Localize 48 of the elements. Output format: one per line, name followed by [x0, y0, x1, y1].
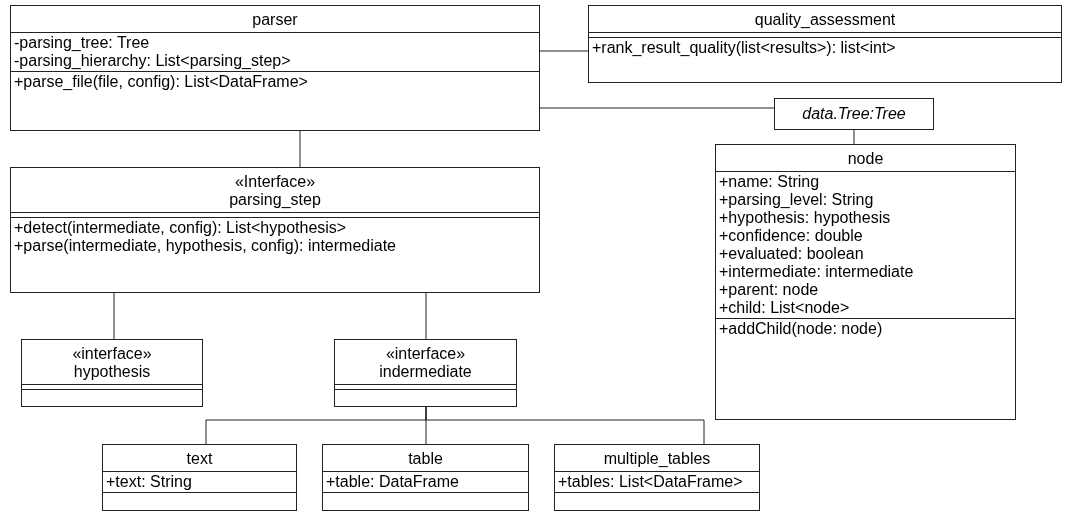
- class-box: [554, 444, 760, 511]
- stereotype-label: «interface»: [72, 345, 152, 363]
- attribute-text: +parent: node: [719, 281, 819, 299]
- method-text: +parse(intermediate, hypothesis, config): intermediate: [14, 237, 396, 255]
- class-box: [774, 98, 934, 130]
- class-box: [102, 444, 297, 511]
- class-name: multiple_tables: [603, 450, 711, 468]
- attribute-text: -parsing_hierarchy: List<parsing_step>: [14, 52, 291, 70]
- class-name: node: [847, 150, 884, 168]
- association-line: [425, 406, 705, 445]
- class-box: [715, 144, 1016, 420]
- class-name: indermediate: [379, 363, 472, 381]
- attribute-text: +parsing_level: String: [719, 191, 874, 209]
- attribute-text: +child: List<node>: [719, 299, 850, 317]
- attribute-text: +table: DataFrame: [326, 473, 459, 491]
- class-name: hypothesis: [73, 363, 151, 381]
- class-box: [10, 167, 540, 293]
- association-line: [539, 50, 589, 52]
- association-line: [299, 130, 301, 168]
- class-box: [588, 5, 1062, 83]
- class-name: quality_assessment: [754, 11, 896, 29]
- class-box: [10, 5, 540, 131]
- attribute-text: -parsing_tree: Tree: [14, 34, 150, 52]
- class-box: [21, 339, 203, 407]
- association-line: [853, 129, 855, 145]
- class-name: data.Tree:Tree: [802, 105, 906, 123]
- association-line: [539, 107, 775, 109]
- method-text: +addChild(node: node): [719, 320, 883, 338]
- attribute-text: +name: String: [719, 173, 820, 191]
- association-line: [425, 292, 427, 340]
- class-box: [334, 339, 517, 407]
- class-name: parser: [252, 11, 298, 29]
- attribute-text: +text: String: [106, 473, 192, 491]
- association-line: [113, 292, 115, 340]
- class-name: parsing_step: [229, 191, 321, 209]
- method-text: +detect(intermediate, config): List<hypothesis>: [14, 219, 347, 237]
- class-box: [322, 444, 529, 511]
- class-name: text: [186, 450, 213, 468]
- attribute-text: +evaluated: boolean: [719, 245, 864, 263]
- stereotype-label: «Interface»: [234, 173, 316, 191]
- stereotype-label: «interface»: [385, 345, 466, 363]
- method-text: +parse_file(file, config): List<DataFrame>: [14, 73, 308, 91]
- attribute-text: +hypothesis: hypothesis: [719, 209, 891, 227]
- method-text: +rank_result_quality(list<results>): list<int>: [592, 39, 896, 57]
- attribute-text: +tables: List<DataFrame>: [558, 473, 743, 491]
- attribute-text: +intermediate: intermediate: [719, 263, 914, 281]
- attribute-text: +confidence: double: [719, 227, 863, 245]
- class-name: table: [408, 450, 443, 468]
